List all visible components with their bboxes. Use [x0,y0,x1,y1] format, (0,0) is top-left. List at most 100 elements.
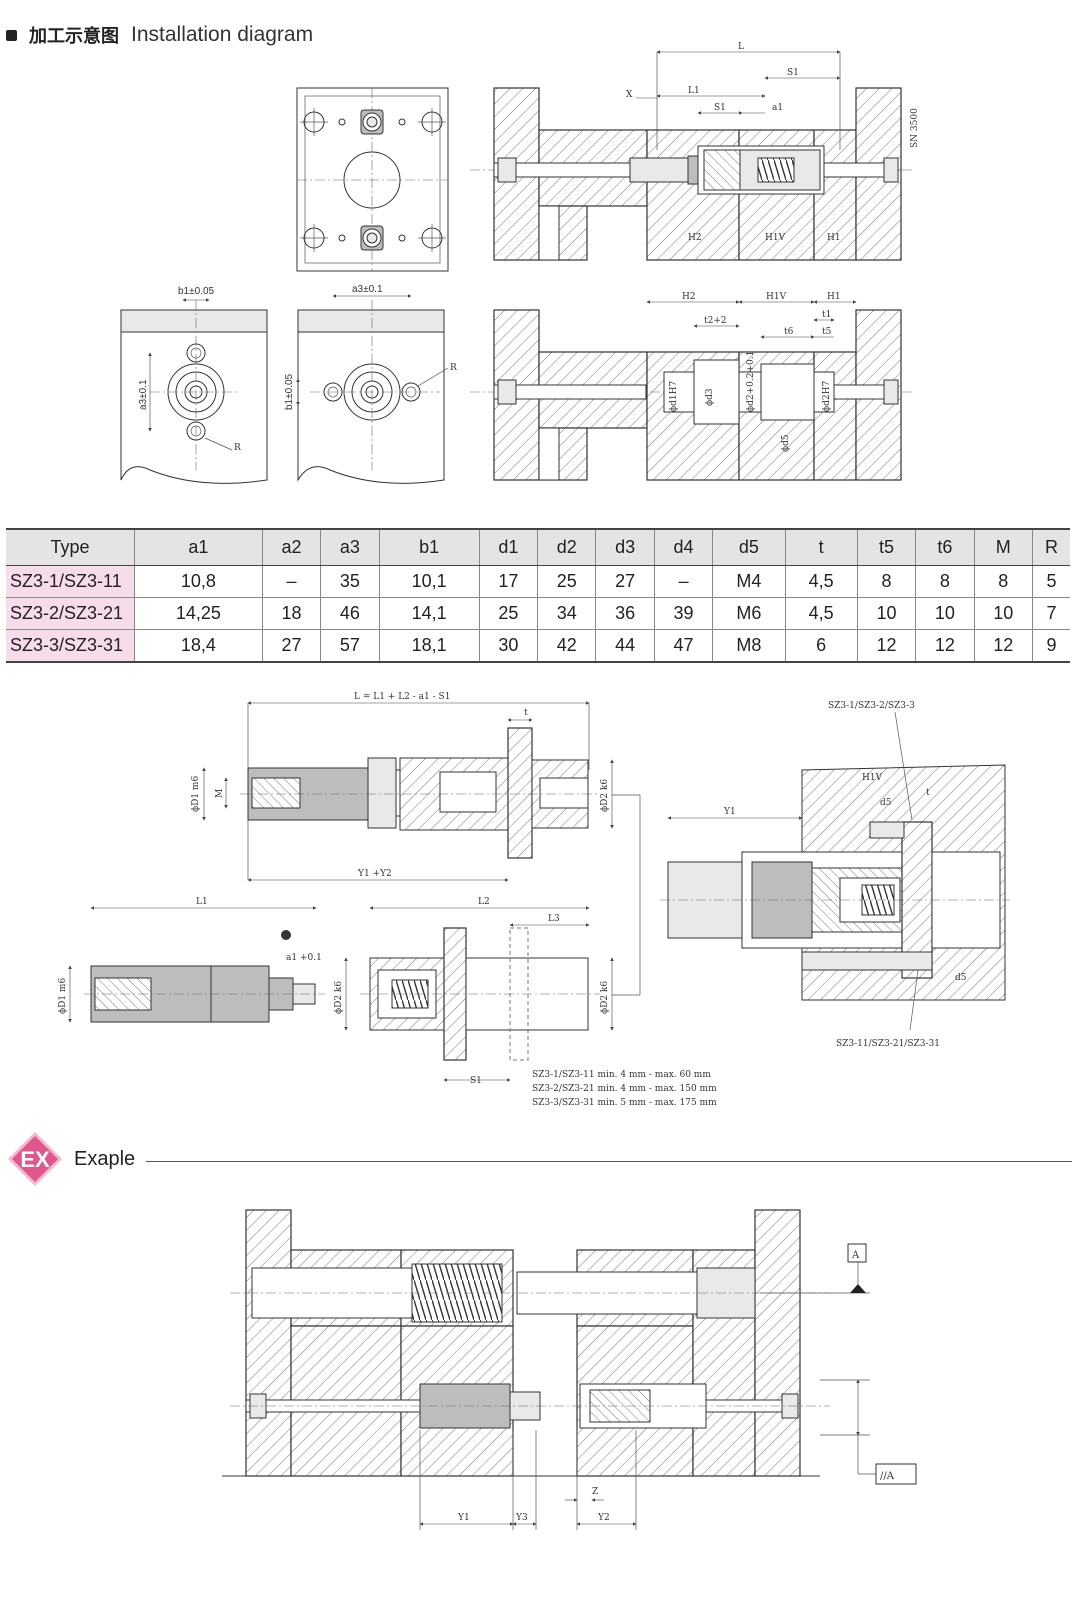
r-label-left: R [234,443,241,453]
example-header: EX Exaple [6,1130,1072,1192]
diam-d2-tol-label: ϕd2+0.2+0.1 [746,351,756,412]
table-cell: 27 [595,565,655,598]
ex-badge-text: EX [20,1147,50,1172]
table-cell: 44 [595,629,655,663]
col-a3: a3 [320,528,380,566]
table-cell: 18,1 [379,629,480,663]
col-d3: d3 [595,528,655,566]
ball-icon [281,930,291,940]
right-bottom-label: SZ3-11/SZ3-21/SZ3-31 [836,1039,940,1049]
dim-a1-label: a1 [772,103,783,113]
latch-bottom-icon [338,225,406,251]
table-cell: 14,25 [134,597,263,630]
d2k6-label-c: ϕD2 k6 [600,981,610,1014]
a3-tolerance-label: a3±0.1 [138,379,149,410]
dim-h2-label: H2 [682,292,696,302]
table-cell: 4,5 [785,565,858,598]
ex-z-label: Z [592,1487,598,1497]
diam-d2-label: ϕd2H7 [822,381,832,412]
ex-y3-label: Y3 [515,1513,528,1523]
table-cell: 46 [320,597,380,630]
ex-badge-icon: EX [8,1132,62,1186]
dim-t6-label: t6 [784,327,794,337]
table-header-row: Type a1 a2 a3 b1 d1 d2 d3 d4 d5 t t5 t6 … [6,528,1070,566]
datum-a-label: A [851,1250,860,1261]
table-cell: 17 [479,565,539,598]
table-cell: 10 [857,597,917,630]
table-cell: 10 [915,597,975,630]
table-row: SZ3-1/SZ3-11 10,8 – 35 10,1 17 25 27 – M… [6,565,1070,598]
l2-label: L2 [478,897,490,907]
example-drawing: A //A Y1 Y3 Z Y2 [222,1209,917,1530]
d5-label-top: d5 [880,798,892,808]
square-bullet-icon [6,29,17,41]
example-label: Exaple [74,1148,136,1170]
table-cell: 39 [654,597,714,630]
dim-h1-label: H1 [827,292,841,302]
y1y2-label: Y1 +Y2 [357,869,392,879]
t-label: t [524,708,528,718]
col-r: R [1032,528,1070,566]
section-title-en: Installation diagram [131,23,314,46]
col-a2: a2 [262,528,322,566]
col-t: t [785,528,858,566]
dim-s1-top-label: S1 [787,68,799,78]
table-cell: 35 [320,565,380,598]
section-view-lower: H2 H1V H1 t2+2 t1 t6 t5 ϕd1H7 ϕd3 ϕd2+0.… [470,292,912,481]
table-cell: 42 [537,629,597,663]
table-cell: 7 [1032,597,1070,630]
detail-view-right: a3±0.1 b1±0.05 R [284,284,457,484]
dim-t5-label: t5 [822,327,832,337]
table-cell: 5 [1032,565,1070,598]
table-cell: 14,1 [379,597,480,630]
spec-table: Type a1 a2 a3 b1 d1 d2 d3 d4 d5 t t5 t6 … [6,528,1070,663]
right-top-label: SZ3-1/SZ3-2/SZ3-3 [828,701,915,711]
table-cell: – [654,565,714,598]
type-cell: SZ3-3/SZ3-31 [6,629,135,663]
col-d4: d4 [654,528,714,566]
b1-tolerance-label: b1±0.05 [178,286,215,297]
r-label-right: R [450,363,457,373]
a1-tolerance-label: a1 +0.1 [286,953,322,963]
table-cell: 25 [479,597,539,630]
table-cell: – [262,565,322,598]
table-cell: 30 [479,629,539,663]
dim-l-label: L [738,42,744,52]
table-cell: 4,5 [785,597,858,630]
plate-h1v-label: H1V [765,233,786,243]
table-cell: 18 [262,597,322,630]
sn-label: SN 3500 [910,108,920,148]
a3-tolerance-label-top: a3±0.1 [352,284,383,295]
dim-t1-label: t1 [822,310,831,320]
table-cell: M4 [712,565,786,598]
table-cell: 36 [595,597,655,630]
range-line-1: SZ3-1/SZ3-11 min. 4 mm - max. 60 mm [532,1070,711,1080]
latch-top-icon [338,109,406,135]
table-cell: 25 [537,565,597,598]
ex-y1-label: Y1 [457,1513,470,1523]
table-cell: 10 [974,597,1033,630]
dim-l1-label: L1 [688,86,700,96]
type-cell: SZ3-2/SZ3-21 [6,597,135,630]
section-title-cn: 加工示意图 [29,26,119,47]
table-cell: 27 [262,629,322,663]
table-cell: 57 [320,629,380,663]
col-a1: a1 [134,528,263,566]
corner-hole-icon [300,108,446,252]
y1-label-right: Y1 [723,807,736,817]
table-cell: 10,1 [379,565,480,598]
col-d1: d1 [479,528,539,566]
plate-h1-label: H1 [827,233,841,243]
parallel-a-label: //A [880,1471,895,1482]
table-cell: 12 [857,629,917,663]
d5-label-bottom: d5 [955,973,967,983]
l3-label: L3 [548,914,560,924]
col-d5: d5 [712,528,786,566]
d1m6-label-b: ϕD1 m6 [58,978,68,1014]
table-cell: 12 [915,629,975,663]
example-divider [146,1161,1072,1162]
table-cell: 8 [974,565,1033,598]
ex-y2-label: Y2 [597,1513,610,1523]
col-d2: d2 [537,528,597,566]
formula-label: L = L1 + L2 - a1 - S1 [354,692,450,702]
